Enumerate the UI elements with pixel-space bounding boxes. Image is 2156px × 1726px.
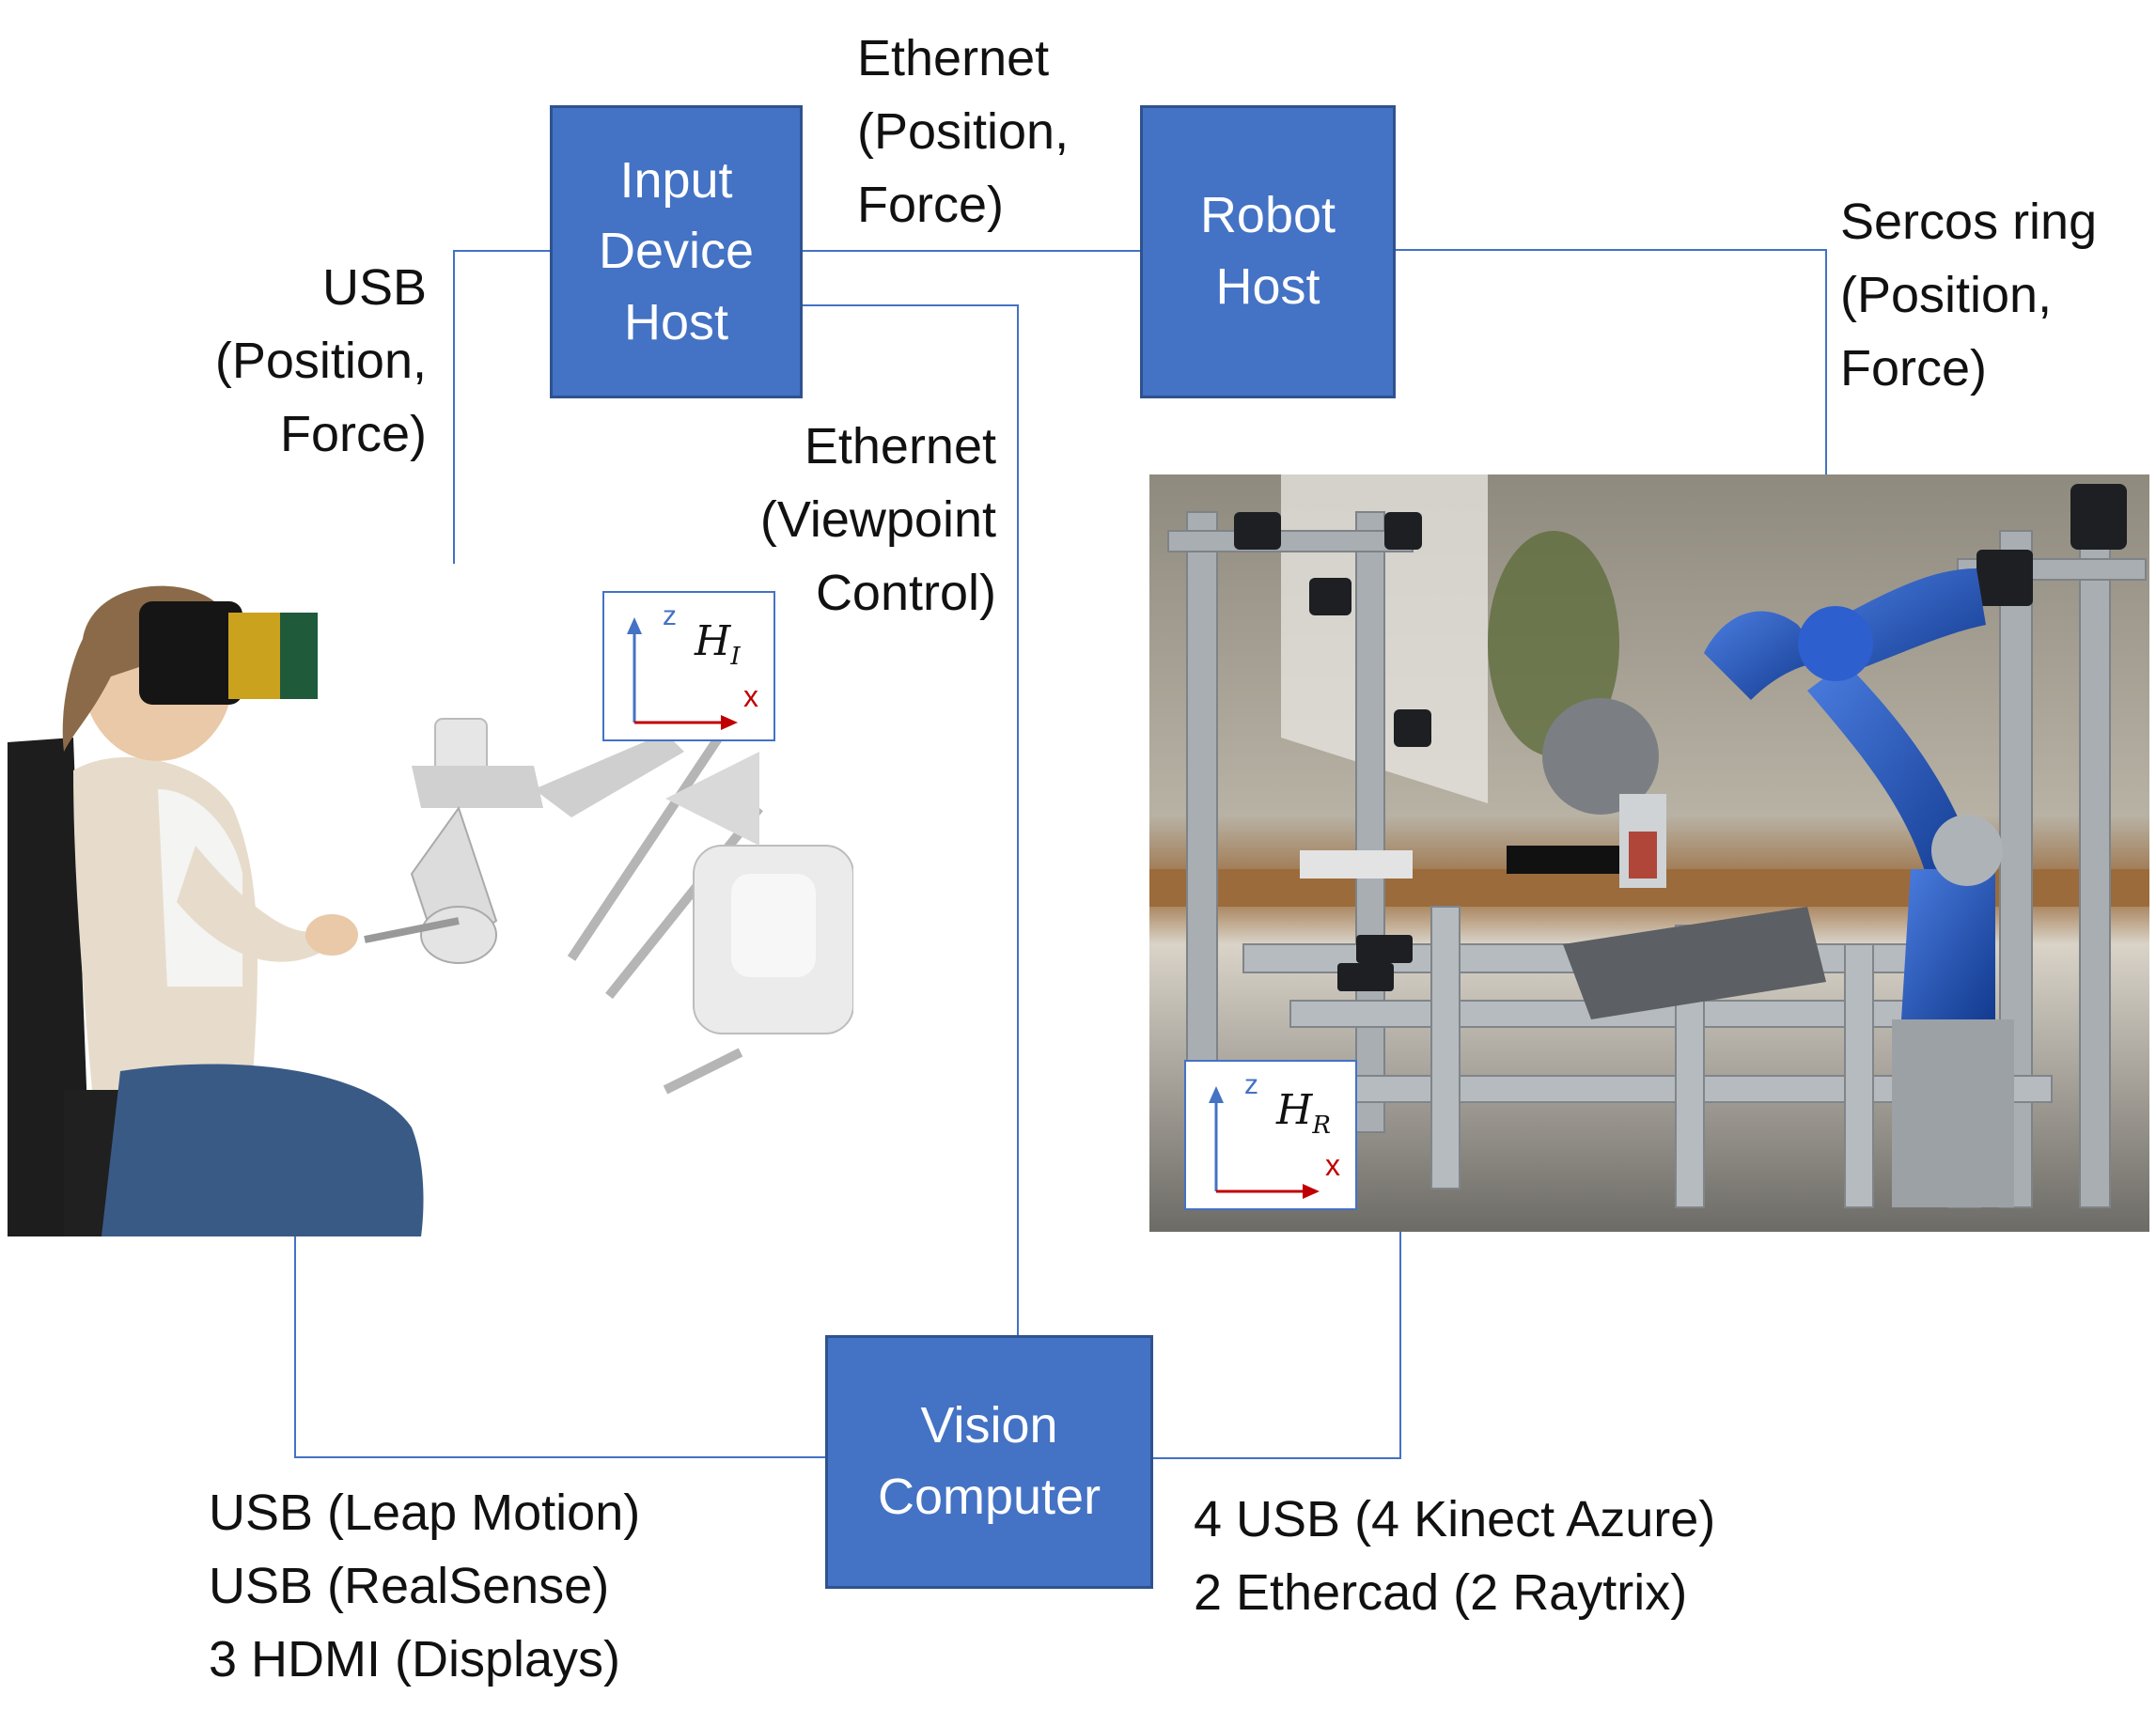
frame-input-axes	[627, 617, 738, 730]
input-device-host-box: Input Device Host	[550, 105, 803, 398]
frame-name: HI	[695, 617, 741, 671]
axis-z-label: z	[1244, 1069, 1258, 1100]
frame-input-device: z x HI	[602, 591, 775, 741]
axis-x-label: x	[743, 679, 758, 713]
vision-computer-box: Vision Computer	[825, 1335, 1153, 1589]
line-sercos	[1395, 249, 1827, 583]
operator-photo	[8, 564, 853, 1236]
robot-cell-photo	[1149, 474, 2149, 1232]
label-vision-left-connections: USB (Leap Motion) USB (RealSense) 3 HDMI…	[209, 1485, 641, 1687]
frame-robot: z x HR	[1184, 1060, 1357, 1210]
robot-host-label: Robot Host	[1199, 187, 1336, 315]
robot-host-box: Robot Host	[1140, 105, 1396, 398]
frame-name: HR	[1276, 1086, 1331, 1140]
input-device-host-label: Input Device Host	[598, 151, 755, 350]
label-vision-right-connections: 4 USB (4 Kinect Azure) 2 Ethercad (2 Ray…	[1194, 1491, 1716, 1621]
axis-z-label: z	[663, 600, 677, 631]
line-ethernet-viewpoint	[801, 304, 1019, 1336]
label-usb-position-force: USB (Position, Force)	[214, 259, 427, 462]
label-sercos-ring: Sercos ring (Position, Force)	[1840, 194, 2098, 397]
axis-x-label: x	[1325, 1148, 1340, 1182]
frame-robot-axes	[1209, 1086, 1320, 1199]
label-ethernet-position-force: Ethernet (Position, Force)	[857, 30, 1070, 233]
vision-computer-label: Vision Computer	[877, 1397, 1101, 1525]
label-ethernet-viewpoint: Ethernet (Viewpoint Control)	[759, 418, 996, 621]
